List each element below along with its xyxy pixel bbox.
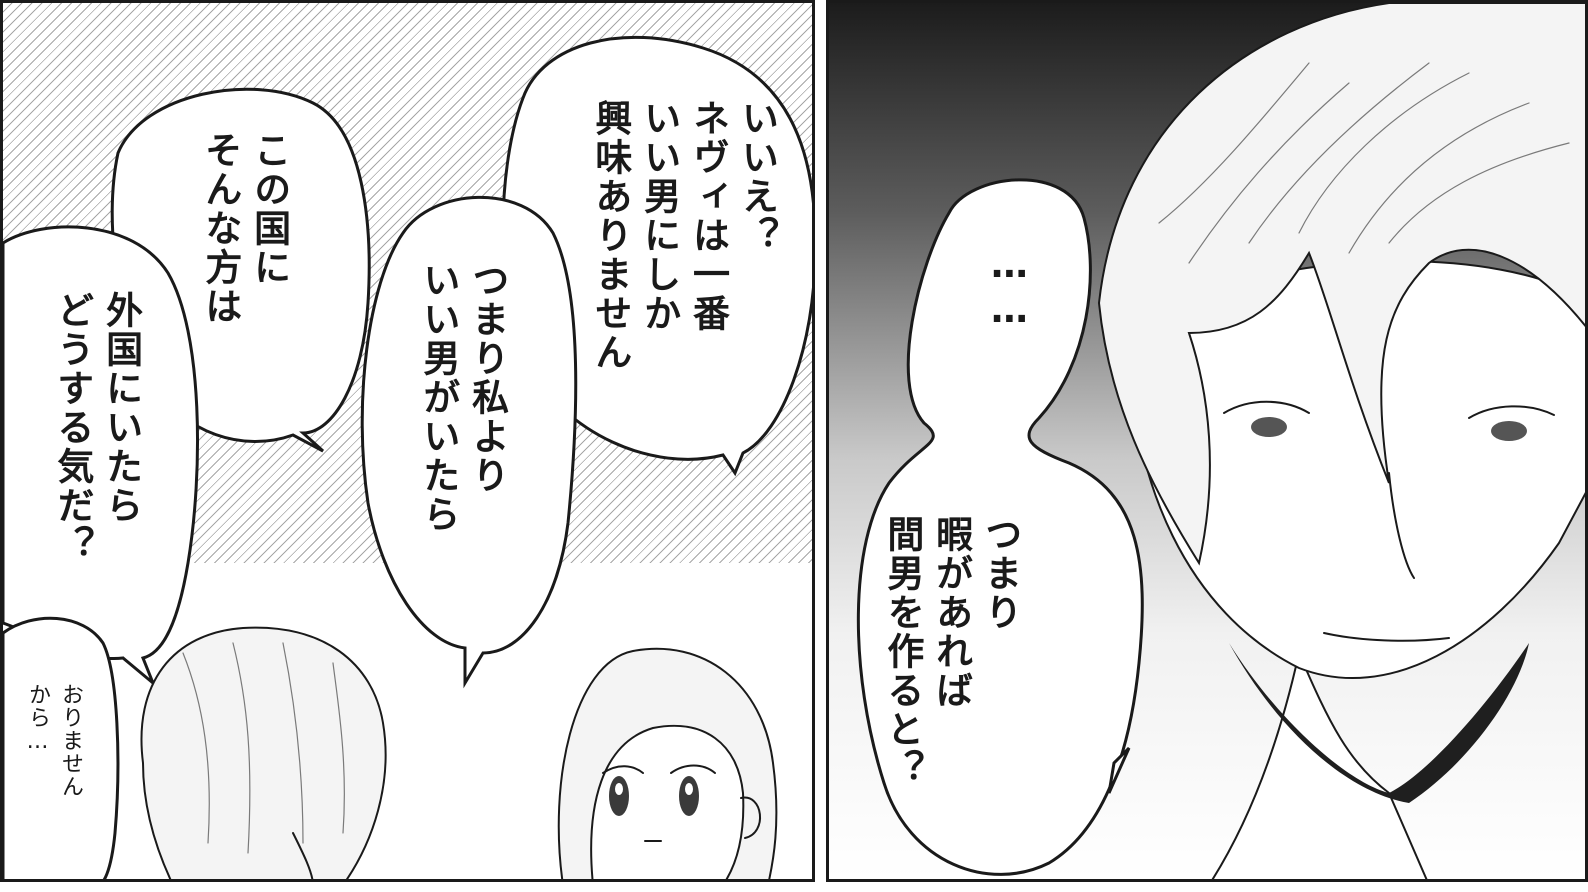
bubble-konokuni: この国に そんな方は — [198, 131, 291, 326]
right-panel-art — [856, 3, 1585, 879]
bubble-ellipsis: …… — [987, 243, 1031, 333]
manga-panel-left: いいえ？ ネヴィは一番 いい男にしか 興味ありません この国に そんな方は つま… — [0, 0, 815, 882]
man-character — [1097, 3, 1585, 879]
bubble-shape-tsumari-watashi — [360, 195, 578, 689]
bubble-gaikoku: 外国にいたら どうする気だ？ — [50, 291, 143, 564]
bubble-shape-orimasen — [3, 616, 120, 879]
bubble-orimasen: おりません から… — [25, 683, 83, 798]
bubble-shape-tail — [1107, 746, 1131, 794]
bubble-iie: いいえ？ ネヴィは一番 いい男にしか 興味ありません — [588, 99, 779, 372]
boy-character — [140, 626, 387, 879]
bubble-tsumari-hima: つまり 暇があれば 間男を作ると？ — [880, 515, 1022, 788]
left-panel-art — [3, 35, 812, 879]
bubble-shape-ellipsis — [856, 178, 1144, 876]
bubble-tsumari-watashi: つまり私より いい男がいたら — [416, 261, 509, 534]
girl-character — [557, 647, 778, 879]
manga-panel-right: …… つまり 暇があれば 間男を作ると？ — [826, 0, 1588, 882]
